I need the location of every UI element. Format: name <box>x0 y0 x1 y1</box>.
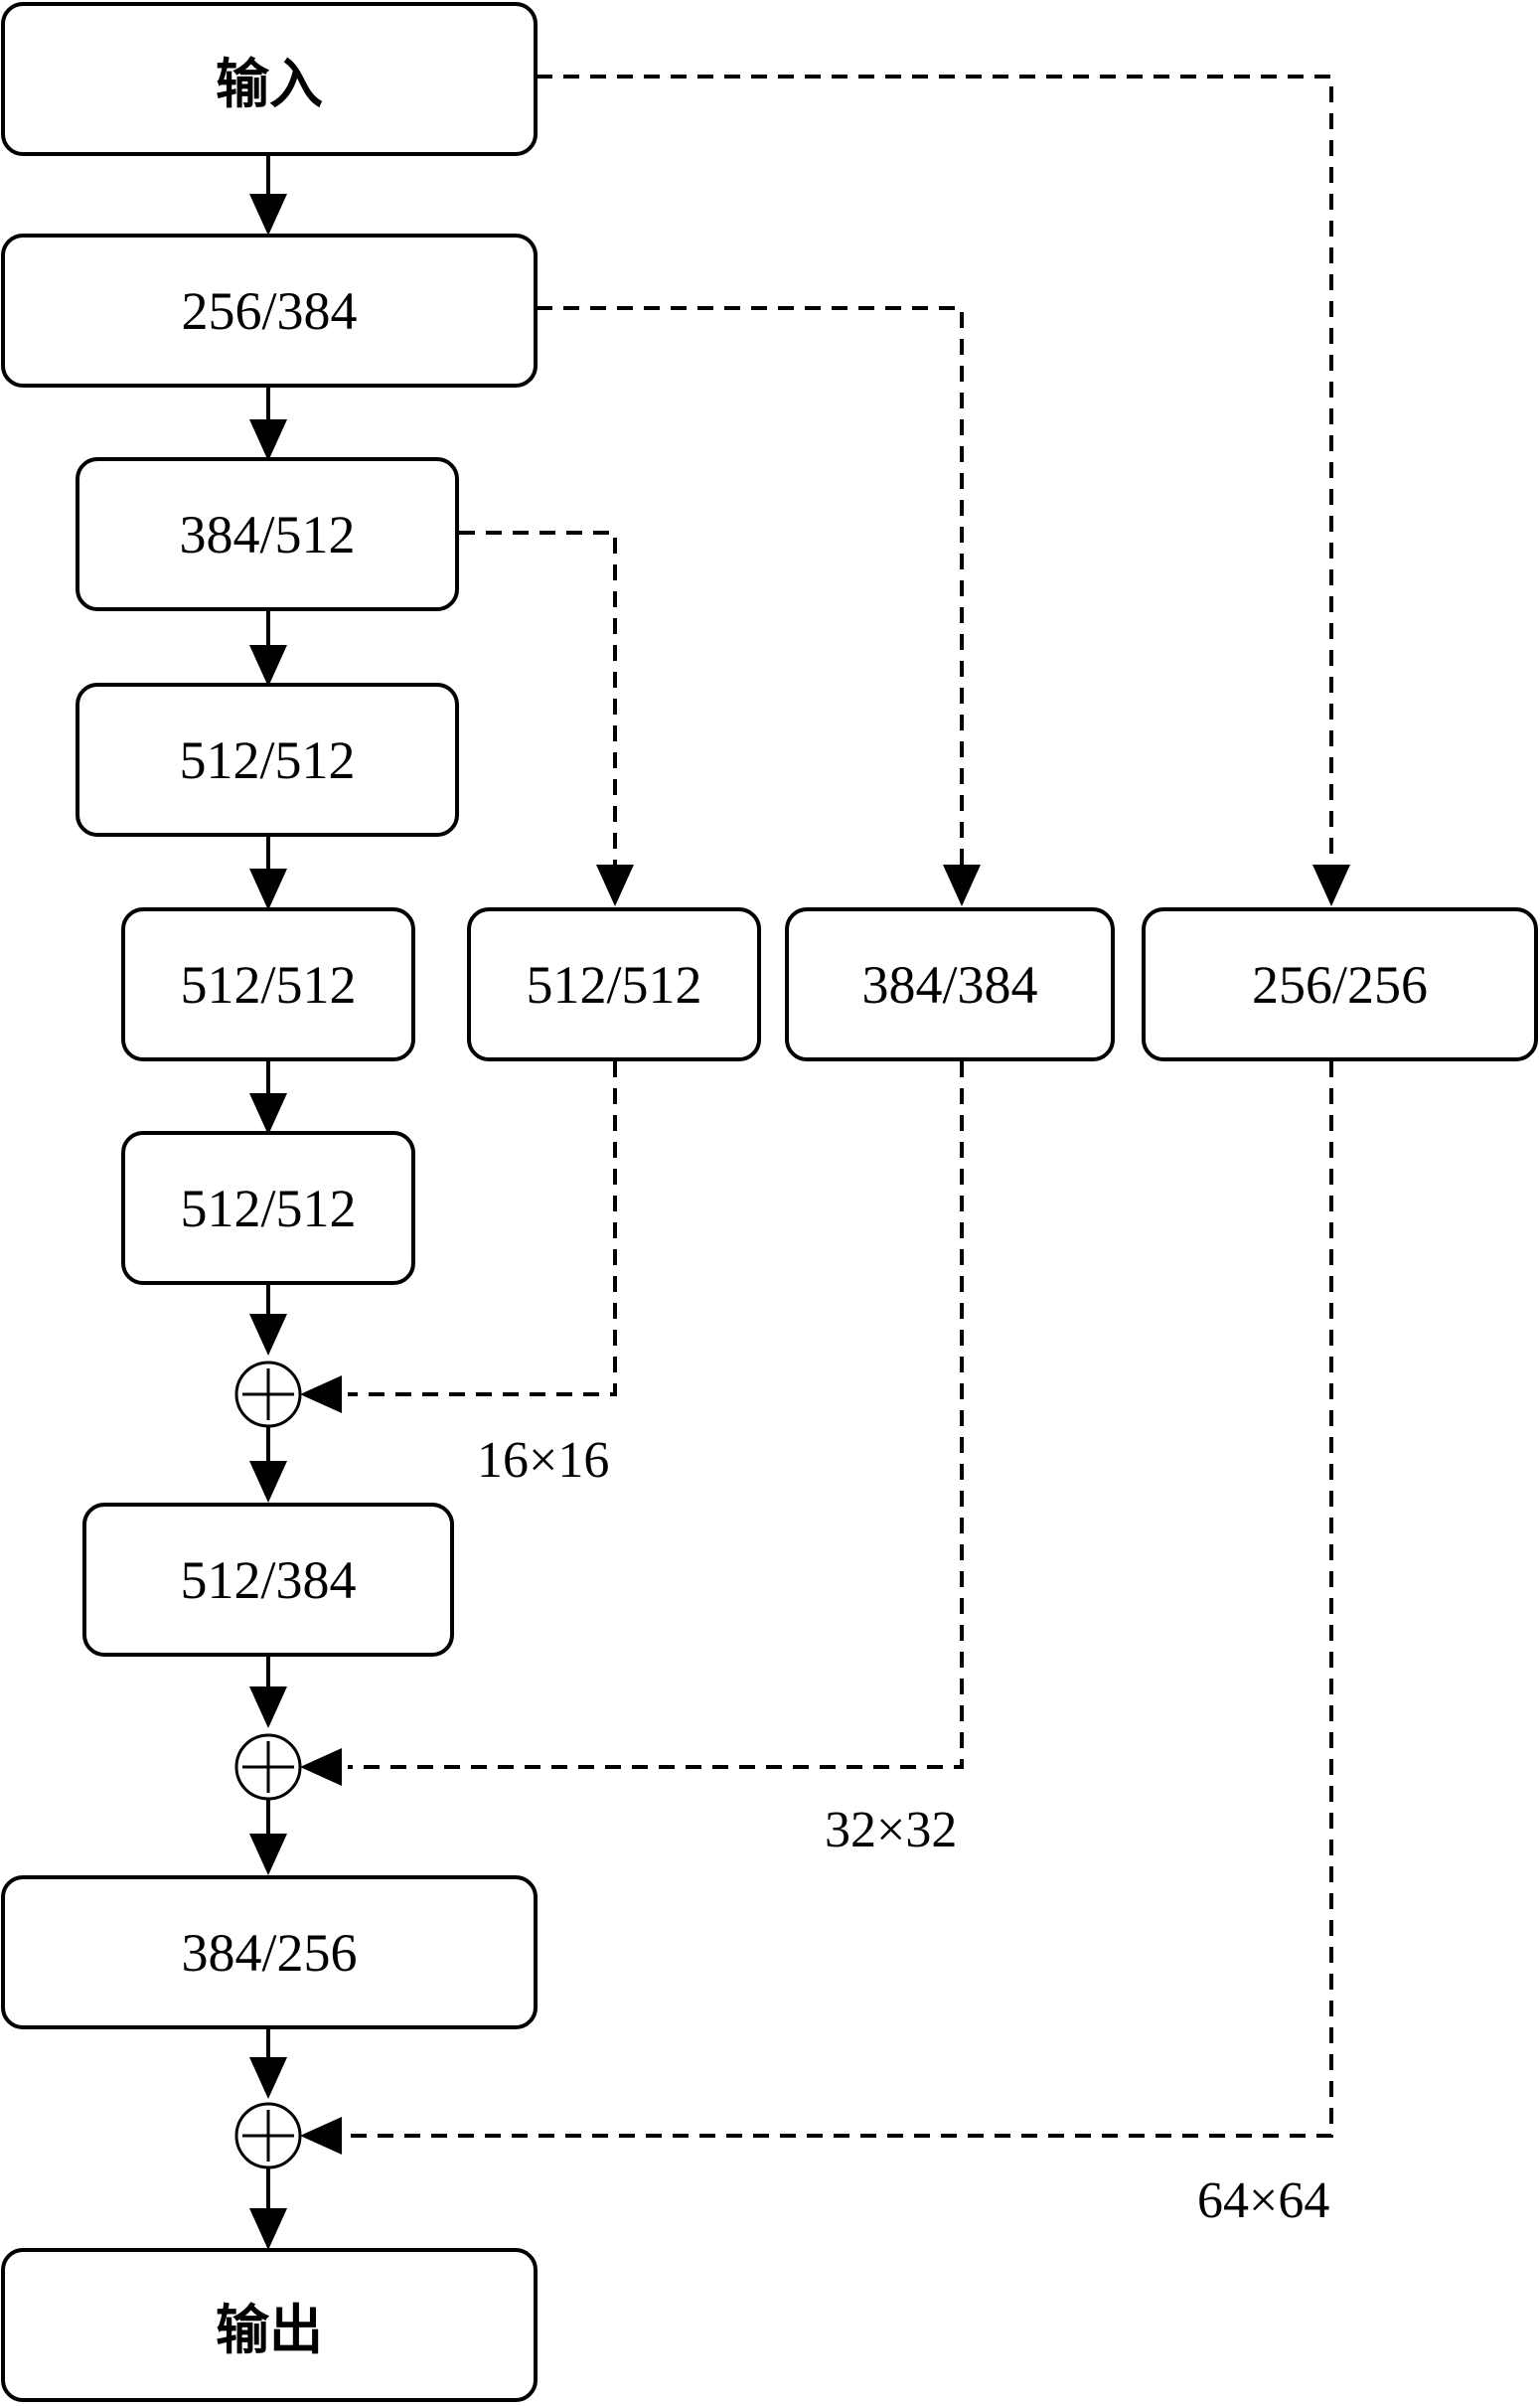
encoder-block-3-label: 512/512 <box>179 729 356 790</box>
decoder-block-2-label: 384/256 <box>181 1922 358 1983</box>
decoder-block-1: 512/384 <box>82 1503 454 1657</box>
arrowhead-mid1 <box>249 869 287 910</box>
skip-edge-32 <box>348 1061 964 1769</box>
middle-block-2: 512/512 <box>121 1131 415 1285</box>
encoder-block-2-label: 384/512 <box>179 504 356 564</box>
skip-block-384-label: 384/384 <box>861 954 1038 1015</box>
arrowhead-dec1 <box>249 1461 287 1503</box>
skip-arrowheads <box>300 865 1350 2155</box>
arrowhead-output <box>249 2208 287 2250</box>
skip-block-384: 384/384 <box>785 907 1115 1061</box>
resolution-label-64: 64×64 <box>1197 2172 1330 2229</box>
encoder-block-1: 256/384 <box>1 234 538 388</box>
skip-edge-enc2 <box>459 531 617 875</box>
add-node-2 <box>234 1733 302 1801</box>
main-arrowheads <box>249 194 287 2250</box>
encoder-block-2: 384/512 <box>76 457 459 611</box>
encoder-block-3: 512/512 <box>76 683 459 837</box>
add-node-3 <box>234 2102 302 2169</box>
resolution-label-32: 32×32 <box>825 1802 958 1858</box>
arrowhead-plus2 <box>249 1686 287 1728</box>
arrowhead-enc3 <box>249 645 287 687</box>
arrowhead-merge16 <box>300 1375 342 1413</box>
arrowhead-enc1 <box>249 194 287 236</box>
arrowhead-plus1 <box>249 1314 287 1356</box>
skip-edge-64 <box>348 1061 1333 2138</box>
arrowhead-skip2 <box>943 865 981 906</box>
skip-block-256: 256/256 <box>1142 907 1538 1061</box>
add-node-1 <box>234 1361 302 1428</box>
skip-edge-16 <box>348 1061 617 1396</box>
arrowhead-merge32 <box>300 1748 342 1786</box>
skip-edges <box>348 75 1333 2138</box>
skip-block-256-label: 256/256 <box>1251 954 1428 1015</box>
middle-block-2-label: 512/512 <box>180 1178 357 1238</box>
encoder-block-1-label: 256/384 <box>181 280 358 341</box>
skip-block-512-label: 512/512 <box>526 954 702 1015</box>
output-node: 输出 <box>1 2248 538 2402</box>
arrowhead-dec2 <box>249 1834 287 1875</box>
add-nodes <box>234 1361 302 2169</box>
skip-edge-enc1 <box>537 306 964 875</box>
middle-block-1-label: 512/512 <box>180 954 357 1015</box>
middle-block-1: 512/512 <box>121 907 415 1061</box>
arrowhead-skip3 <box>1312 865 1350 906</box>
arrowhead-enc2 <box>249 419 287 461</box>
skip-block-512: 512/512 <box>467 907 761 1061</box>
decoder-block-2: 384/256 <box>1 1875 538 2029</box>
input-node: 输入 <box>1 2 538 156</box>
decoder-block-1-label: 512/384 <box>180 1549 357 1610</box>
input-label: 输入 <box>216 53 323 115</box>
skip-edge-input <box>537 75 1333 875</box>
arrowhead-skip1 <box>596 865 634 906</box>
resolution-label-16: 16×16 <box>477 1432 610 1489</box>
arrowhead-merge64 <box>300 2117 342 2155</box>
arrowhead-mid2 <box>249 1093 287 1135</box>
output-label: 输出 <box>216 2299 323 2361</box>
arrowhead-plus3 <box>249 2057 287 2099</box>
